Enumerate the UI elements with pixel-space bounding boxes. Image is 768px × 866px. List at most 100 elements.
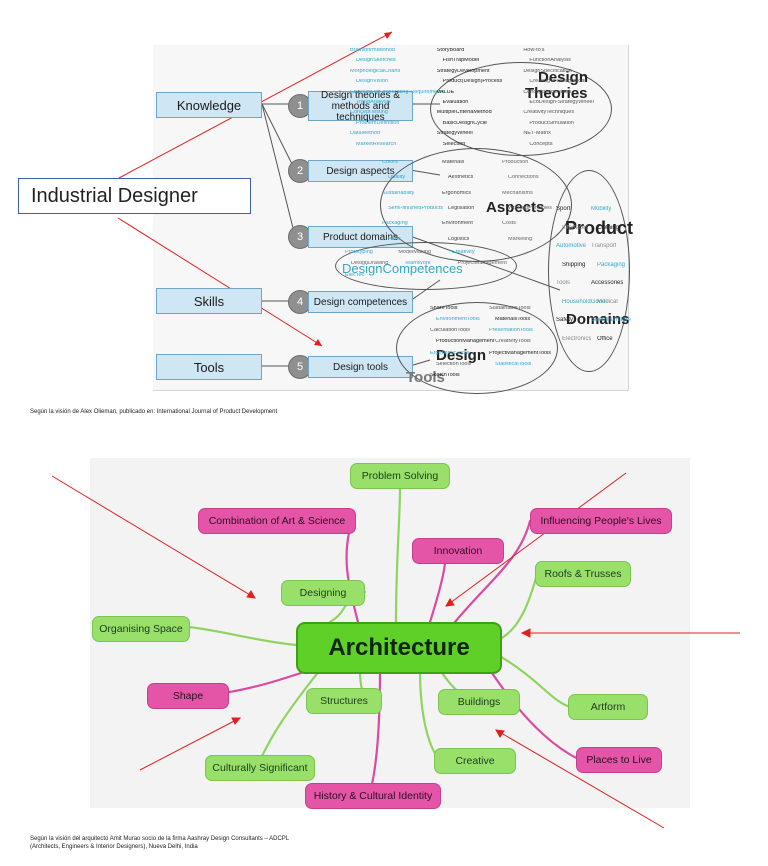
cloud-word: DesignSpecification bbox=[523, 68, 572, 74]
cloud-word: Prototyping bbox=[345, 250, 373, 255]
cloud-word: Selection bbox=[442, 141, 466, 147]
cloud-word: Safety bbox=[556, 317, 574, 323]
cloud-word: DataMethod bbox=[350, 131, 380, 137]
cloud-word: PresentationTools bbox=[489, 328, 533, 334]
cloud-word: MaterialsTools bbox=[495, 317, 531, 323]
node-influencing-peoples-lives: Influencing People's Lives bbox=[530, 508, 672, 534]
theories-cloud-title-1: Design bbox=[538, 69, 589, 86]
aspects-cloud-title: Aspects bbox=[486, 199, 545, 216]
cloud-word: Shipping bbox=[562, 261, 586, 268]
cloud-word: DesignVision bbox=[356, 79, 389, 85]
row-tools: Tools bbox=[156, 354, 262, 380]
cloud-word: CreativityTechniques bbox=[523, 110, 575, 116]
cloud-word: StrategyWheel bbox=[436, 131, 473, 137]
center-node-architecture: Architecture bbox=[296, 622, 502, 674]
cloud-word: Legislation bbox=[448, 206, 475, 211]
cloud-word: Evaluation bbox=[442, 100, 469, 105]
cloud-word: Packaging bbox=[382, 221, 408, 227]
step-design-theories: Design theories & methods and techniques bbox=[308, 90, 413, 123]
cloud-word: MarketResearch bbox=[356, 141, 397, 147]
cloud-word: Sustainability bbox=[382, 190, 415, 196]
cloud-word: HouseholdGoods bbox=[562, 298, 607, 305]
cloud-word: SelectionTools bbox=[436, 361, 472, 367]
product-cloud-ellipse bbox=[548, 170, 630, 372]
cloud-word: ProjectManagement bbox=[457, 261, 507, 267]
cloud-word: EcoDesign-StrategyWheel bbox=[529, 100, 594, 105]
row-skills: Skills bbox=[156, 288, 262, 314]
cloud-word: Sport bbox=[556, 206, 571, 212]
node-problem-solving: Problem Solving bbox=[350, 463, 450, 489]
cloud-word: TrendAnalysis bbox=[356, 100, 391, 105]
cloud-word: ProblemDefinition bbox=[356, 120, 400, 126]
cloud-word: Packaging bbox=[597, 261, 626, 268]
tools-cloud-ellipse bbox=[396, 302, 558, 394]
cloud-word: Automotive bbox=[556, 243, 587, 249]
cloud-word: ProductSimulation bbox=[529, 120, 574, 126]
node-culturally-significant: Culturally Significant bbox=[205, 755, 315, 781]
cloud-word: Interfaces bbox=[562, 224, 589, 231]
cloud-word: Logistics bbox=[448, 236, 470, 242]
cloud-word: FishTrapModel bbox=[442, 58, 480, 64]
cloud-word: MultipleCriteriaMethod bbox=[436, 110, 492, 116]
node-creative: Creative bbox=[434, 748, 516, 774]
step-design-competences: Design competences bbox=[308, 291, 413, 313]
cloud-word: Creativity bbox=[451, 250, 475, 255]
competence-cloud-title: DesignCompetences bbox=[342, 261, 463, 276]
node-combination-of-art-and-science: Combination of Art & Science bbox=[198, 508, 356, 534]
industrial-designer-label: Industrial Designer bbox=[18, 178, 251, 214]
cloud-word: Mobility bbox=[591, 206, 612, 212]
cloud-word: ModelMaking bbox=[398, 250, 432, 255]
cloud-word: ShareTools bbox=[430, 306, 458, 311]
cloud-word: Connections bbox=[508, 175, 539, 181]
top-caption: Según la visión de Alex Olieman, publica… bbox=[30, 409, 278, 415]
cloud-word: Tools bbox=[556, 280, 571, 286]
cloud-word: Medical bbox=[597, 298, 618, 305]
cloud-word: TeamWork bbox=[404, 261, 431, 267]
product-cloud-title-2: Domains bbox=[566, 311, 630, 328]
node-roofs-and-trusses: Roofs & Trusses bbox=[535, 561, 631, 587]
cloud-word: StatisticalTools bbox=[495, 361, 532, 367]
cloud-word: StoryBoard bbox=[436, 48, 465, 53]
cloud-word: DesignSketches bbox=[356, 58, 396, 64]
tools-cloud-title-1: Design bbox=[436, 347, 487, 364]
cloud-word: Clothing bbox=[597, 224, 620, 231]
row-knowledge: Knowledge bbox=[156, 92, 262, 118]
cloud-word: Production bbox=[502, 160, 529, 165]
cloud-word: SustainableTools bbox=[489, 306, 531, 311]
cloud-word: DesignDrawing bbox=[351, 261, 389, 267]
cloud-word: CalculationTools bbox=[430, 328, 471, 334]
cloud-word: Colors bbox=[382, 160, 398, 165]
theories-cloud-title-2: Theories bbox=[525, 85, 588, 102]
cloud-word: CreativityTools bbox=[495, 339, 531, 345]
cloud-word: BasicDesignCycle bbox=[442, 120, 487, 126]
cloud-word: Parts bbox=[388, 236, 401, 242]
cloud-word: Accessories bbox=[591, 280, 624, 286]
cloud-word: Materials bbox=[442, 160, 465, 165]
cloud-word: Semi-finishedProducts bbox=[388, 206, 444, 211]
node-structures: Structures bbox=[306, 688, 382, 714]
cloud-word: NET-Matrix bbox=[523, 131, 551, 137]
cloud-word: How-to's bbox=[523, 48, 545, 53]
cloud-word: ConceptGeneration bbox=[523, 89, 572, 95]
cloud-word: Mechanisms bbox=[502, 190, 533, 196]
cloud-word: Creating-a-DesignGoal bbox=[529, 79, 586, 85]
cloud-word: BrainstormMethod bbox=[350, 48, 395, 53]
bottom-caption-line-1: Según la visión del arquitecto Amit Mura… bbox=[30, 836, 290, 842]
cloud-word: Marketing bbox=[508, 236, 533, 242]
product-cloud-title-1: Product bbox=[565, 218, 634, 238]
cloud-word: EnvironmentTools bbox=[436, 317, 480, 323]
node-places-to-live: Places to Live bbox=[576, 747, 662, 773]
tools-cloud-title-2: Tools bbox=[406, 369, 445, 386]
cloud-word: StrategyDevelopment bbox=[436, 68, 490, 74]
node-shape: Shape bbox=[147, 683, 229, 709]
cloud-word: FunctionAnalysis bbox=[529, 58, 571, 64]
bottom-caption-line-2: (Architects, Engineers & Interior Design… bbox=[30, 844, 198, 850]
cloud-word: ElecTec bbox=[345, 272, 365, 278]
cloud-word: Product(Design)Process bbox=[442, 79, 503, 85]
cloud-word: Transport bbox=[591, 243, 617, 249]
cloud-word: ProductionManagement bbox=[436, 339, 495, 345]
cloud-word: Environment bbox=[442, 221, 473, 227]
node-designing: Designing bbox=[281, 580, 365, 606]
step-design-tools: Design tools bbox=[308, 356, 413, 378]
